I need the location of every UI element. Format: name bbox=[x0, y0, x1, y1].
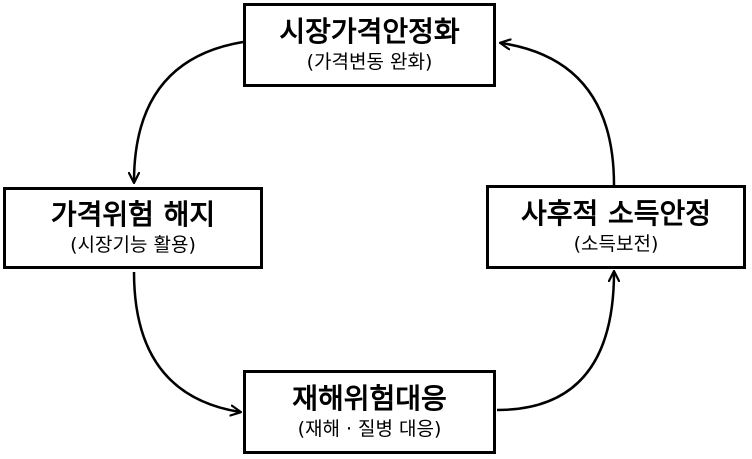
arrow-top-to-left bbox=[134, 40, 244, 182]
arrow-right-to-top bbox=[501, 43, 616, 186]
node-subtitle: (가격변동 완화) bbox=[306, 51, 433, 74]
node-title: 가격위험 해지 bbox=[50, 197, 216, 231]
arrow-bottom-to-right bbox=[496, 272, 614, 412]
node-title: 사후적 소득안정 bbox=[520, 196, 712, 230]
node-income-stabilization: 사후적 소득안정 (소득보전) bbox=[486, 185, 746, 269]
node-price-risk-hedge: 가격위험 해지 (시장기능 활용) bbox=[3, 187, 263, 269]
node-subtitle: (소득보전) bbox=[573, 233, 659, 256]
arrow-left-to-bottom bbox=[132, 271, 240, 412]
node-title: 시장가격안정화 bbox=[279, 14, 460, 48]
node-subtitle: (시장기능 활용) bbox=[70, 234, 196, 257]
node-title: 재해위험대응 bbox=[292, 381, 447, 415]
node-subtitle: (재해 · 질병 대응) bbox=[297, 418, 442, 441]
node-price-stabilization: 시장가격안정화 (가격변동 완화) bbox=[243, 3, 496, 87]
node-disaster-risk-response: 재해위험대응 (재해 · 질병 대응) bbox=[243, 370, 496, 454]
